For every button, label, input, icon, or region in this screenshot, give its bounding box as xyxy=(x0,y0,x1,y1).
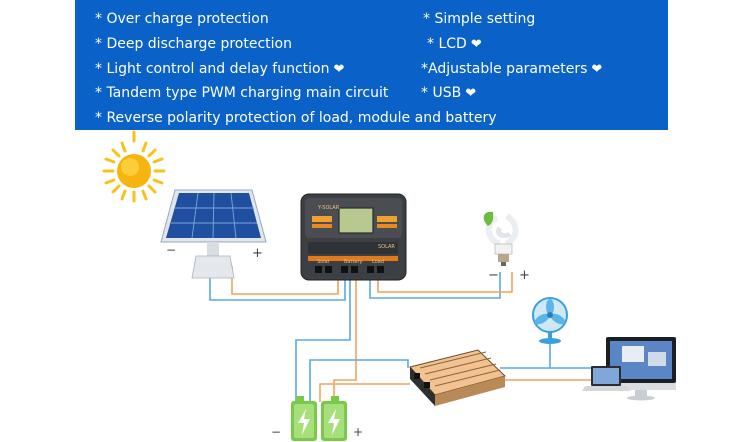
controller-model: Y-SOLAR xyxy=(318,205,340,211)
features-banner: * Over charge protection * Deep discharg… xyxy=(75,0,668,130)
heart-icon: ❤ xyxy=(333,62,345,77)
panel-plus-label: + xyxy=(252,246,263,261)
feature-lcd: * LCD❤ xyxy=(427,36,482,52)
controller-brand: SOLAR xyxy=(378,244,395,250)
bulb-plus-label: + xyxy=(519,268,530,283)
feature-simple-setting: * Simple setting xyxy=(423,11,536,27)
feature-pwm: * Tandem type PWM charging main circuit xyxy=(95,85,389,101)
wiring-diagram: − + − + xyxy=(102,130,676,441)
battery-plus-label: + xyxy=(353,425,363,439)
feature-over-charge: * Over charge protection xyxy=(95,11,269,27)
controller-label-load: Load xyxy=(372,259,384,265)
feature-light-control: * Light control and delay function❤ xyxy=(95,61,345,77)
heart-icon: ❤ xyxy=(470,37,482,52)
battery-icon xyxy=(291,396,347,441)
panel-minus-label: − xyxy=(166,243,176,257)
controller-label-solar: Solar xyxy=(317,259,330,265)
charge-controller xyxy=(300,193,407,281)
fan-icon xyxy=(532,297,568,344)
feature-reverse-polarity: * Reverse polarity protection of load, m… xyxy=(95,110,497,126)
feature-deep-discharge: * Deep discharge protection xyxy=(95,36,292,52)
wires xyxy=(209,266,596,402)
heart-icon: ❤ xyxy=(591,62,603,77)
controller-label-battery: Battery xyxy=(344,259,363,265)
battery-minus-label: − xyxy=(271,425,281,439)
feature-usb: * USB❤ xyxy=(421,85,477,101)
computer-icon xyxy=(582,337,676,401)
bulb-minus-label: − xyxy=(488,268,499,283)
inverter xyxy=(409,349,506,406)
sun-icon xyxy=(102,130,166,203)
bulb-icon xyxy=(483,211,519,266)
feature-adjustable: *Adjustable parameters❤ xyxy=(421,61,603,77)
solar-panel xyxy=(160,189,267,279)
heart-icon: ❤ xyxy=(465,86,477,101)
